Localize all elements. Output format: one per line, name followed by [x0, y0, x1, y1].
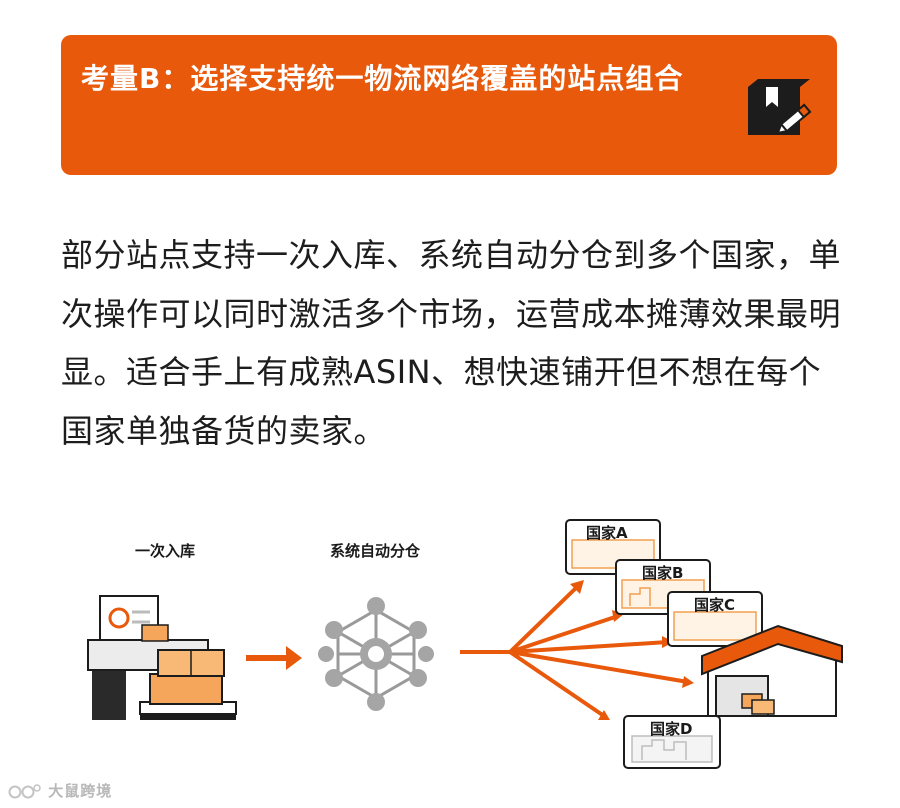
watermark-text: 大鼠跨境 — [48, 782, 113, 800]
country-card-c — [667, 591, 763, 647]
country-d-label: 国家D — [650, 720, 693, 738]
section-banner: 考量B：选择支持统一物流网络覆盖的站点组合 — [61, 35, 837, 175]
watermark: 大鼠跨境 — [8, 780, 112, 801]
watermark-logo-icon — [8, 783, 41, 798]
warehouse-icon — [701, 624, 843, 717]
arrow-right-icon — [246, 646, 302, 670]
inbound-label: 一次入库 — [135, 542, 196, 560]
description-paragraph: 部分站点支持一次入库、系统自动分仓到多个国家，单次操作可以同时激活多个市场，运营… — [61, 236, 842, 450]
diagram-graphics — [87, 519, 843, 769]
country-b-label: 国家B — [642, 564, 684, 582]
country-c-label: 国家C — [694, 596, 736, 614]
box-pencil-icon — [748, 79, 812, 135]
inbound-station-icon — [87, 595, 237, 720]
fulfillment-diagram: 一次入库 系统自动分仓 国家A 国家B 国家C 国家D — [0, 480, 900, 808]
country-a-label: 国家A — [586, 524, 628, 542]
banner-title: 考量B：选择支持统一物流网络覆盖的站点组合 — [81, 62, 684, 95]
country-card-d — [623, 715, 721, 769]
auto-distribution-label: 系统自动分仓 — [330, 542, 421, 560]
